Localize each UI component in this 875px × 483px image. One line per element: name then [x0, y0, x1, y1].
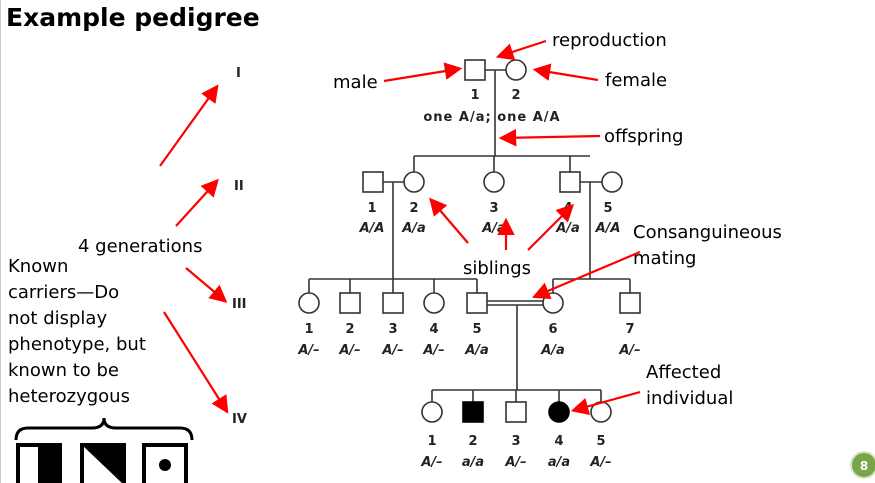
male-symbol — [464, 59, 486, 81]
svg-text:3: 3 — [489, 201, 498, 216]
svg-text:1: 1 — [470, 88, 479, 103]
svg-text:4: 4 — [429, 322, 438, 337]
svg-text:4: 4 — [554, 434, 563, 449]
svg-text:2: 2 — [345, 322, 354, 337]
svg-text:3: 3 — [511, 434, 520, 449]
svg-text:1: 1 — [304, 322, 313, 337]
slide-title: Example pedigree — [6, 3, 260, 32]
svg-text:6: 6 — [548, 322, 557, 337]
male-label: male — [333, 72, 378, 93]
svg-text:1: 1 — [367, 201, 376, 216]
svg-text:5: 5 — [603, 201, 612, 216]
gen1-genotype-note: one A/a; one A/A — [423, 110, 560, 125]
svg-text:1: 1 — [427, 434, 436, 449]
svg-text:A/a: A/a — [464, 343, 489, 358]
gen-numeral-3: III — [232, 297, 247, 312]
svg-text:8: 8 — [860, 459, 868, 473]
affected-female — [548, 401, 570, 423]
female-label: female — [605, 70, 667, 91]
generation-3: 1 2 3 4 5 6 7 A/– A/– A/– A/– A/a A/a A/… — [297, 278, 641, 390]
carrier-symbol-half — [16, 443, 62, 483]
svg-text:not display: not display — [8, 308, 107, 329]
svg-text:A/–: A/– — [420, 455, 442, 470]
svg-text:known to be: known to be — [8, 360, 119, 381]
svg-text:Known: Known — [8, 256, 68, 277]
svg-text:A/–: A/– — [381, 343, 403, 358]
affected-label: Affected — [646, 362, 721, 383]
svg-text:A/A: A/A — [359, 221, 385, 236]
svg-text:A/a: A/a — [540, 343, 565, 358]
svg-text:2: 2 — [511, 88, 520, 103]
gen-numeral-1: I — [236, 66, 241, 81]
consanguineous-label: Consanguineous — [633, 222, 782, 243]
page-number-badge: 8 — [850, 451, 875, 479]
svg-text:heterozygous: heterozygous — [8, 386, 130, 407]
svg-text:A/–: A/– — [589, 455, 611, 470]
annotations: reproduction male female offspring sibli… — [333, 30, 782, 415]
svg-text:2: 2 — [409, 201, 418, 216]
svg-text:7: 7 — [625, 322, 634, 337]
svg-text:A/–: A/– — [338, 343, 360, 358]
svg-text:5: 5 — [472, 322, 481, 337]
generation-4: 1 2 3 4 5 A/– a/a A/– a/a A/– — [420, 389, 612, 470]
offspring-label: offspring — [604, 126, 683, 147]
siblings-label: siblings — [463, 258, 531, 279]
carrier-symbol-dot — [142, 443, 188, 483]
carrier-symbol-diagonal — [80, 443, 126, 483]
brace — [14, 417, 194, 441]
svg-text:A/–: A/– — [422, 343, 444, 358]
svg-text:A/a: A/a — [555, 221, 580, 236]
generations-label: 4 generations — [78, 236, 202, 257]
generation-1: 1 2 one A/a; one A/A — [423, 59, 560, 156]
svg-text:A/a: A/a — [401, 221, 426, 236]
svg-text:A/A: A/A — [595, 221, 621, 236]
svg-text:A/–: A/– — [504, 455, 526, 470]
reproduction-label: reproduction — [552, 30, 667, 51]
svg-text:carriers—Do: carriers—Do — [8, 282, 119, 303]
svg-text:a/a: a/a — [548, 455, 570, 470]
svg-text:A/–: A/– — [297, 343, 319, 358]
individual-label: individual — [646, 388, 733, 409]
svg-text:a/a: a/a — [462, 455, 484, 470]
generation-arrows — [159, 84, 229, 414]
female-symbol — [505, 59, 527, 81]
affected-male — [462, 401, 484, 423]
svg-text:3: 3 — [388, 322, 397, 337]
generation-2: 1 2 3 4 5 A/A A/a A/a A/a A/A — [359, 155, 623, 279]
svg-text:2: 2 — [468, 434, 477, 449]
svg-text:phenotype, but: phenotype, but — [8, 334, 146, 355]
mating-label: mating — [633, 248, 696, 269]
svg-text:5: 5 — [596, 434, 605, 449]
gen-numeral-2: II — [234, 179, 244, 194]
gen-numeral-4: IV — [232, 412, 247, 427]
carriers-note: Known carriers—Do not display phenotype,… — [8, 256, 146, 407]
svg-text:A/a: A/a — [481, 221, 506, 236]
svg-text:A/–: A/– — [618, 343, 640, 358]
